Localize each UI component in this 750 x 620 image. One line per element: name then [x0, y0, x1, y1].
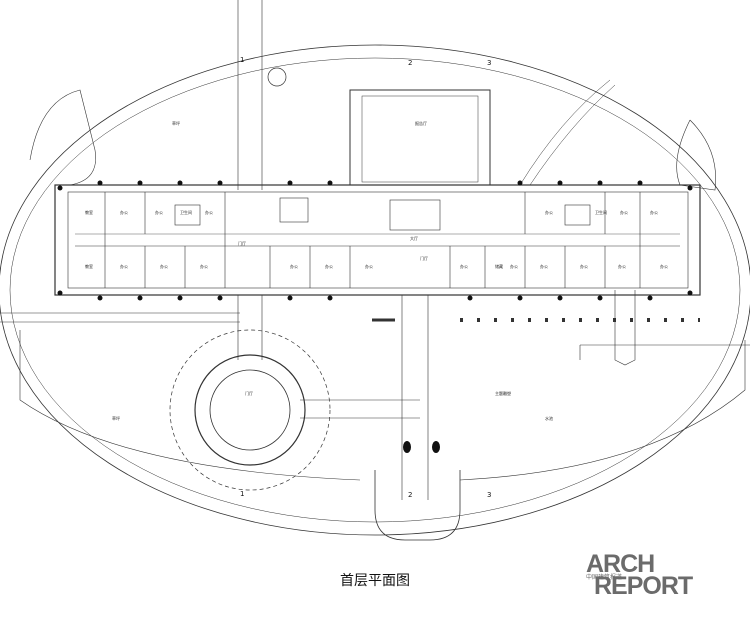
room-label: 教室: [85, 263, 93, 269]
drawing-title: 首层平面图: [340, 573, 410, 589]
logo-line2: REPORT: [594, 572, 693, 600]
room-label: 草坪: [172, 120, 180, 126]
room-label: 草坪: [112, 415, 120, 421]
room-label: 教室: [85, 209, 93, 215]
room-label: 办公: [205, 209, 213, 215]
room-label: 办公: [155, 209, 163, 215]
room-label: 水池: [545, 415, 553, 421]
room-label: 办公: [200, 263, 208, 269]
site-inner-ellipse: [9, 57, 741, 523]
archreport-logo: ARCH 中国建筑报道 REPORT: [586, 552, 746, 602]
site-outer-ellipse: [0, 44, 750, 536]
room-label: 储藏: [495, 263, 503, 269]
round-pavilion: [169, 329, 331, 491]
room-label: 办公: [618, 263, 626, 269]
north-hall: [349, 89, 491, 186]
room-label: 门厅: [420, 255, 428, 261]
floor-plan-drawing: 1 2 3 1 2 3 教室 办公 办公 办公 办公 办公 门厅 大厅 办公 办…: [0, 0, 750, 541]
room-label: 办公: [120, 263, 128, 269]
section-mark: 2: [408, 59, 412, 67]
logo-subtitle: 中国建筑报道: [586, 574, 623, 581]
room-label: 大厅: [410, 235, 418, 241]
room-label: 办公: [290, 263, 298, 269]
room-label: 门厅: [245, 390, 253, 396]
room-label: 卫生间: [595, 209, 607, 215]
room-label: 办公: [510, 263, 518, 269]
section-mark: 3: [487, 491, 491, 499]
room-label: 办公: [365, 263, 373, 269]
logo-line1: ARCH: [586, 550, 655, 578]
room-label: 门厅: [238, 240, 246, 246]
section-mark: 1: [240, 490, 244, 498]
room-label: 办公: [650, 209, 658, 215]
main-building: [54, 184, 701, 296]
section-mark: 1: [240, 56, 244, 64]
room-label: 办公: [120, 209, 128, 215]
room-label: 办公: [660, 263, 668, 269]
section-mark: 3: [487, 59, 491, 67]
room-label: 办公: [160, 263, 168, 269]
room-label: 办公: [620, 209, 628, 215]
room-label: 主题雕塑: [495, 390, 511, 396]
room-label: 办公: [545, 209, 553, 215]
room-label: 办公: [540, 263, 548, 269]
section-mark: 2: [408, 491, 412, 499]
room-label: 办公: [580, 263, 588, 269]
room-label: 报告厅: [415, 120, 427, 126]
room-label: 卫生间: [180, 209, 192, 215]
room-label: 办公: [325, 263, 333, 269]
room-label: 办公: [460, 263, 468, 269]
